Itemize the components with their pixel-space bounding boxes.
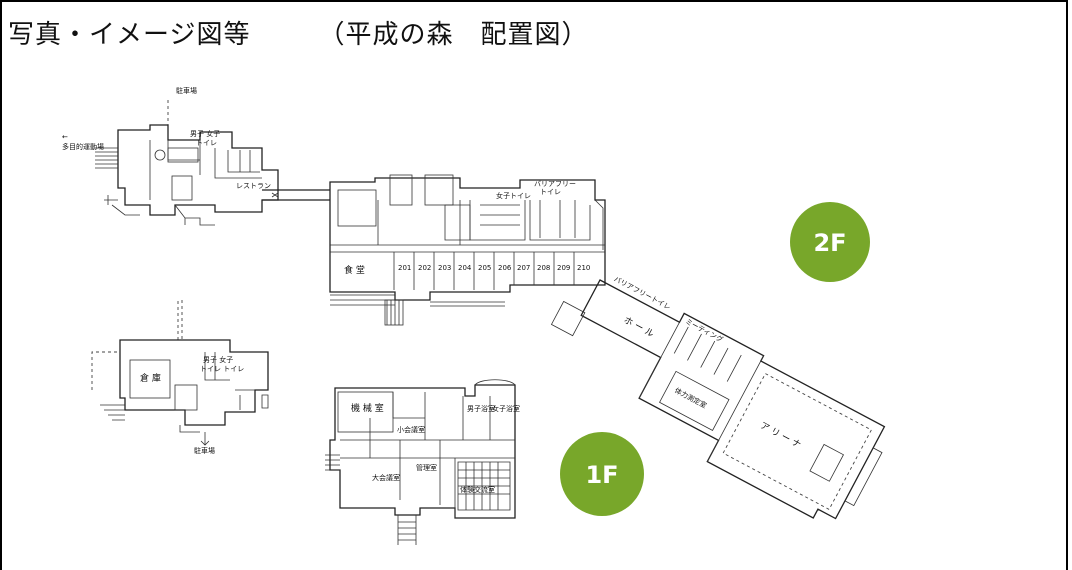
label-arrow-left: ← (62, 133, 68, 141)
label-multi-field: 多目的運動場 (62, 142, 104, 151)
room-201: 201 (398, 264, 411, 272)
label-toilet-2: トイレ トイレ (200, 365, 244, 373)
floor-label-2f: 2F (813, 229, 846, 257)
label-male-female-2: 男子 女子 (203, 355, 233, 364)
label-restaurant: レストラン (236, 182, 271, 190)
room-209: 209 (557, 264, 570, 272)
page-title: 写真・イメージ図等 （平成の森 配置図） (8, 20, 589, 50)
label-toilet-1: トイレ (196, 139, 217, 147)
corridor-connector (262, 189, 330, 201)
label-small-meeting: 小会議室 (397, 425, 425, 434)
label-warehouse: 倉 庫 (140, 372, 161, 384)
label-male-bath: 男子浴室 (467, 404, 495, 413)
room-210: 210 (577, 264, 590, 272)
label-large-meeting: 大会議室 (372, 473, 400, 482)
label-barrier-free-toilet: バリアフリートイレ (612, 275, 671, 312)
floor-badge-1f: 1F (560, 432, 644, 516)
label-female-toilet: 女子トイレ (496, 191, 531, 200)
room-208: 208 (537, 264, 550, 272)
floor-badge-2f: 2F (790, 202, 870, 282)
label-dining: 食 堂 (344, 264, 365, 276)
label-parking-top: 駐車場 (176, 86, 197, 95)
label-male-female-1: 男子 女子 (190, 129, 220, 138)
room-206: 206 (498, 264, 512, 272)
label-female-bath: 女子浴室 (492, 404, 520, 413)
label-meeting: ミーティング (684, 317, 725, 344)
label-toilet-bf: トイレ (540, 188, 561, 196)
room-205: 205 (478, 264, 491, 272)
label-parking-bottom: 駐車場 (194, 446, 215, 455)
label-hall: ホ ー ル (622, 315, 656, 340)
floor-label-1f: 1F (585, 461, 618, 489)
floor-1f-annex: 倉 庫 男子 女子 トイレ トイレ 駐車場 (91, 300, 269, 455)
room-204: 204 (458, 264, 472, 272)
label-fitness-room: 体力測定室 (673, 386, 708, 410)
label-management: 管理室 (416, 463, 437, 472)
label-machine-room: 機 械 室 (351, 402, 384, 414)
room-203: 203 (438, 264, 451, 272)
label-arena: ア リ ー ナ (758, 420, 803, 451)
floor-1f-main-building: 機 械 室 男子浴室 女子浴室 小会議室 大会議室 管理室 体験交流室 (325, 379, 520, 545)
label-experience-room: 体験交流室 (460, 485, 495, 494)
floor-2f-main-building: 食 堂 バリアフリー トイレ 女子トイレ 201 202 203 204 205… (329, 174, 606, 326)
label-barrier-free: バリアフリー (534, 180, 576, 188)
room-202: 202 (418, 264, 431, 272)
room-207: 207 (517, 264, 530, 272)
restaurant-building: 駐車場 ← 多目的運動場 男子 女子 トイレ レストラン (62, 86, 279, 226)
